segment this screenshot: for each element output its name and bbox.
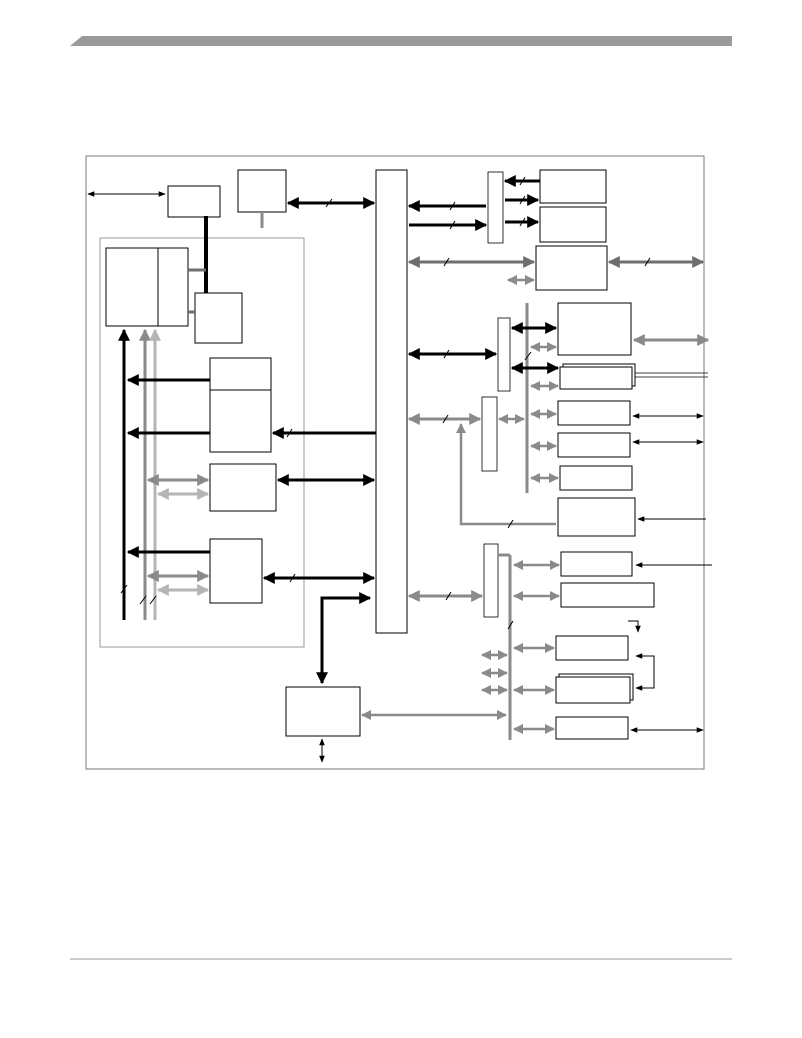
upper-right-block-1 [539,169,607,204]
crossbar-bottom-block-link [316,592,372,685]
peripheral-block-a [557,400,631,426]
upper-right-block-2 [539,206,607,243]
bus-width-slashes [120,176,651,630]
core-block [105,247,189,327]
lower-stack-loop [635,653,655,691]
lower-block-3-loop [628,620,641,633]
peripheral-block-large [557,302,632,356]
core-side-block [194,292,243,344]
core-region [99,237,305,648]
peripheral-block-b [557,432,631,458]
lower-block-2 [560,582,655,608]
lower-block-4 [555,716,629,740]
lower-bridge [483,543,499,618]
bottom-block [285,686,361,737]
main-crossbar [375,169,408,634]
top-left-block [167,185,221,218]
cache-block [209,357,272,453]
mid-bridge [497,317,511,392]
peripheral-block-c [559,465,633,491]
top-block [237,169,287,213]
diagram-frame [85,155,705,770]
peripheral-d-feedback [456,423,556,526]
peripheral-stack-front [559,366,633,390]
header-bar [70,36,732,46]
lower-stack-front [555,676,631,704]
lower-block-1 [560,551,633,577]
lower-block-3 [555,635,629,661]
upper-right-block-3 [535,245,608,291]
peripheral-block-d [557,497,636,537]
mid-bridge-2 [481,396,498,472]
mid-core-block [209,463,277,512]
low-core-block [209,538,263,604]
upper-bridge [487,171,504,244]
